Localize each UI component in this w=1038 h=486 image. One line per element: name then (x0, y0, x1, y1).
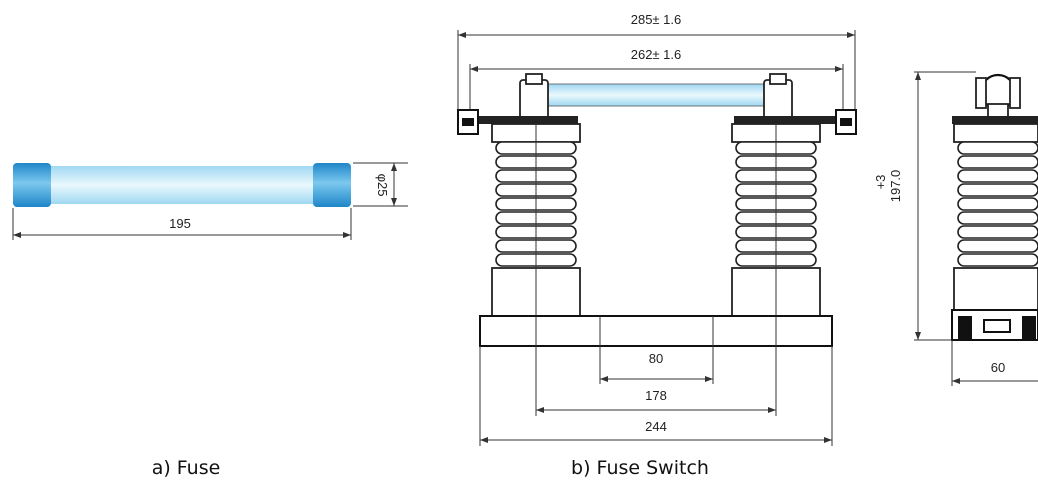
side-view: +3 197.0 60 (873, 71, 1038, 386)
side-height-tolerance: +3 (873, 175, 888, 190)
base-length-label: 244 (645, 419, 667, 434)
fuse-cap-right (313, 163, 351, 207)
fuse-view: 195 φ25 a) Fuse (12, 162, 408, 479)
inner-spacing-label: 80 (649, 351, 663, 366)
fuse-caption: a) Fuse (152, 457, 221, 479)
side-width-label: 60 (991, 360, 1005, 375)
left-insulator (491, 123, 581, 317)
contact-span-label: 262± 1.6 (631, 47, 682, 62)
fuse-tube (48, 166, 316, 204)
fuse-length-label: 195 (169, 216, 191, 231)
fuse-cap-left (13, 163, 51, 207)
fuse-switch-caption: b) Fuse Switch (571, 457, 709, 479)
right-insulator (731, 123, 821, 317)
side-height-label: 197.0 (888, 170, 903, 203)
left-contact-clamp (519, 79, 549, 123)
right-terminal-bolt (835, 109, 857, 135)
switch-fuse-tube (539, 83, 771, 107)
right-contact-clamp (763, 79, 793, 123)
base-plate (479, 315, 833, 347)
fuse-diameter-label: φ25 (375, 174, 390, 197)
left-terminal-bolt (457, 109, 479, 135)
insulator-spacing-label: 178 (645, 388, 667, 403)
overall-width-label: 285± 1.6 (631, 12, 682, 27)
fuse-switch-view: 285± 1.6 262± 1.6 (457, 12, 857, 479)
